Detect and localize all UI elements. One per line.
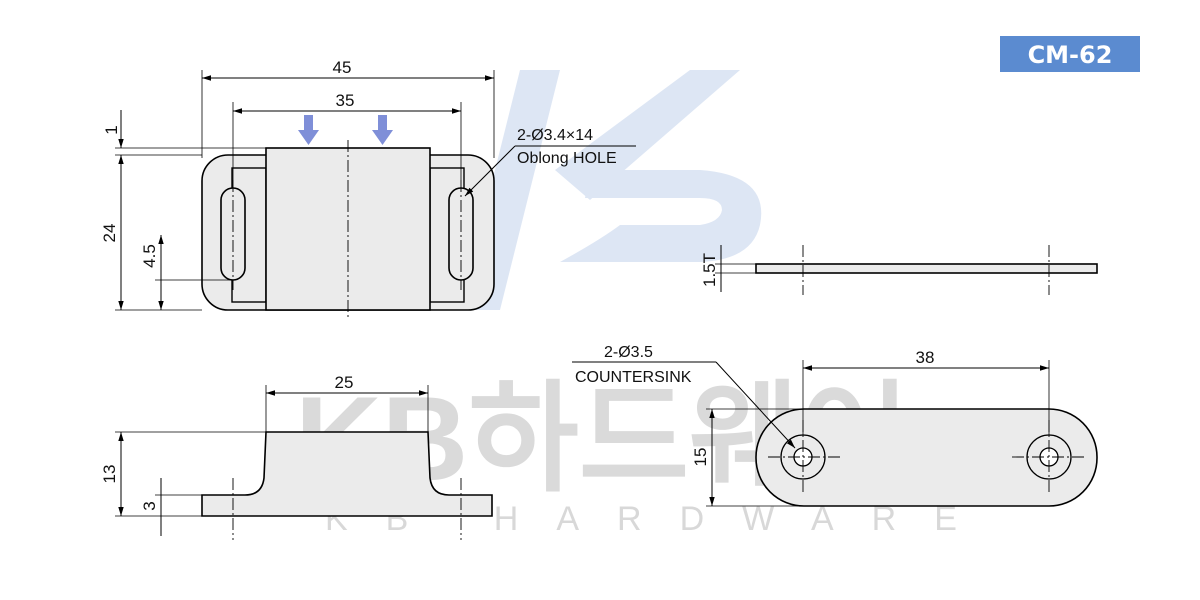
dim-38-label: 38 xyxy=(916,348,935,367)
front-view-profile xyxy=(201,431,493,517)
model-badge: CM-62 xyxy=(1000,36,1140,72)
plate-view-outline xyxy=(755,408,1098,507)
top-view-force-arrow-left xyxy=(298,115,319,145)
top-view: 45 35 1 24 4.5 2-Ø3.4×14 Oblong HOLE xyxy=(100,58,636,320)
dim-35-label: 35 xyxy=(336,91,355,110)
hole-note-leader xyxy=(464,145,516,197)
side-view: 1.5T xyxy=(700,245,1098,295)
dim-1-5t-label: 1.5T xyxy=(700,253,719,287)
dim-13-label: 13 xyxy=(100,465,119,484)
side-view-plate xyxy=(755,263,1098,274)
hole-note-line1: 2-Ø3.4×14 xyxy=(517,127,593,144)
hole-note-line2: Oblong HOLE xyxy=(517,150,617,167)
kb-logo-k-diagonal xyxy=(555,70,740,200)
countersink-note-leader xyxy=(715,361,796,449)
kb-logo-b-shape xyxy=(560,170,762,262)
dim-4-5-label: 4.5 xyxy=(140,244,159,268)
countersink-note-line1: 2-Ø3.5 xyxy=(604,344,653,361)
plate-view: 38 15 2-Ø3.5 COUNTERSINK xyxy=(572,344,1098,507)
dim-25-label: 25 xyxy=(335,373,354,392)
model-badge-label: CM-62 xyxy=(1028,41,1113,69)
dim-45-label: 45 xyxy=(333,58,352,77)
dim-1-label: 1 xyxy=(102,125,121,134)
dim-15-label: 15 xyxy=(691,448,710,467)
front-view: 25 13 3 xyxy=(100,373,493,540)
dim-3-label: 3 xyxy=(140,501,159,510)
model-badge-background xyxy=(1000,36,1140,72)
dim-24-label: 24 xyxy=(100,224,119,243)
top-view-force-arrow-right xyxy=(372,115,393,145)
countersink-note-line2: COUNTERSINK xyxy=(575,369,692,386)
